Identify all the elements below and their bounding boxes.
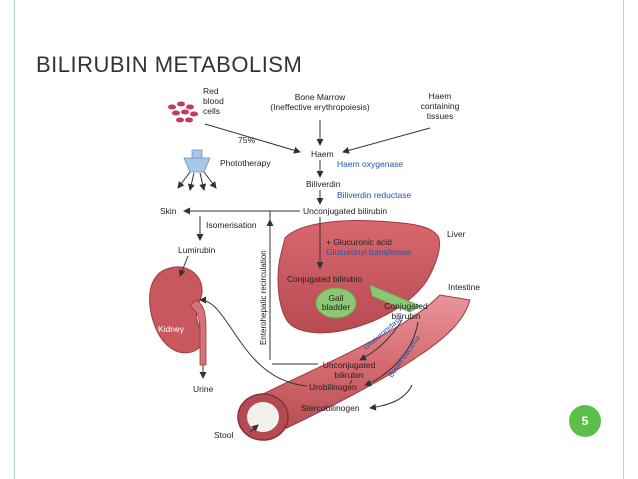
frame-line-left xyxy=(14,0,15,479)
label-bilirubin-gut: bilirubin xyxy=(391,311,421,321)
arrow-urobilinogen-kidney xyxy=(199,296,308,387)
label-urobilinogen: Urobilinogen xyxy=(309,382,357,392)
label-lumirubin: Lumirubin xyxy=(178,245,216,255)
label-enterohepatic: Enterohepatic recirculation xyxy=(259,250,268,345)
label-tissues: tissues xyxy=(427,111,453,121)
label-glucuronyl-transferase: Glucuronyl transferase xyxy=(326,247,412,257)
page-title: BILIRUBIN METABOLISM xyxy=(36,52,303,77)
arrow-conj-unconj-gut xyxy=(359,319,403,361)
line-enterohepatic-top xyxy=(269,210,300,220)
label-biliverdin-reductase: Biliverdin reductase xyxy=(337,190,411,200)
label-haem-top: Haem xyxy=(429,91,452,101)
arrow-lumirubin-kidney xyxy=(178,255,189,277)
arrow-tissues-haem xyxy=(342,127,431,154)
label-conjugated-bilirubin-liver: Conjugated bilirubin xyxy=(287,274,362,284)
label-blood: blood xyxy=(203,96,224,106)
label-haem-oxygenase: Haem oxygenase xyxy=(337,159,403,169)
kidney-shape xyxy=(149,266,204,354)
label-bladder: bladder xyxy=(322,302,351,312)
label-bilirubin-unconj-gut: bilirubin xyxy=(334,370,364,380)
label-gall: Gall xyxy=(328,293,343,303)
label-kidney: Kidney xyxy=(158,324,185,334)
page-number-badge: 5 xyxy=(569,405,601,437)
label-cells: cells xyxy=(203,106,220,116)
label-glucuronic-acid: + Glucuronic acid xyxy=(326,237,392,247)
intestine-lumen xyxy=(247,402,279,432)
label-biliverdin: Biliverdin xyxy=(306,179,341,189)
label-ineffective: (Ineffective erythropoiesis) xyxy=(270,102,370,112)
label-intestine: Intestine xyxy=(448,282,480,292)
label-stool: Stool xyxy=(214,430,233,440)
ureter-shape xyxy=(189,299,207,366)
gall-bladder-shape xyxy=(315,287,357,319)
label-skin: Skin xyxy=(160,206,177,216)
label-urine: Urine xyxy=(193,384,214,394)
label-red: Red xyxy=(203,86,219,96)
label-stercobilinogen: Stercobilinogen xyxy=(301,403,360,413)
arrow-stool xyxy=(249,424,259,433)
label-liver: Liver xyxy=(447,229,466,239)
arrow-stercobilinogen xyxy=(369,384,413,411)
arrow-unconj-urobilinogen xyxy=(349,379,353,385)
label-haem: Haem xyxy=(311,149,334,159)
red-blood-cells-icon xyxy=(168,101,198,123)
label-percent: 75% xyxy=(238,135,255,145)
arrow-rbc-haem xyxy=(204,123,301,154)
bile-duct xyxy=(369,284,421,313)
label-phototherapy: Phototherapy xyxy=(220,158,271,168)
phototherapy-lamp-icon xyxy=(183,149,211,173)
frame-line-right xyxy=(623,0,624,479)
label-unconjugated-bilirubin: Unconjugated bilirubin xyxy=(303,206,387,216)
label-containing: containing xyxy=(421,101,460,111)
label-bone-marrow: Bone Marrow xyxy=(295,92,346,102)
arrow-bowel-bacteria xyxy=(364,321,419,387)
label-isomerisation: Isomerisation xyxy=(206,220,257,230)
label-unconjugated-gut: Unconjugated xyxy=(323,360,376,370)
label-conjugated-gut: Conjugated xyxy=(384,301,428,311)
